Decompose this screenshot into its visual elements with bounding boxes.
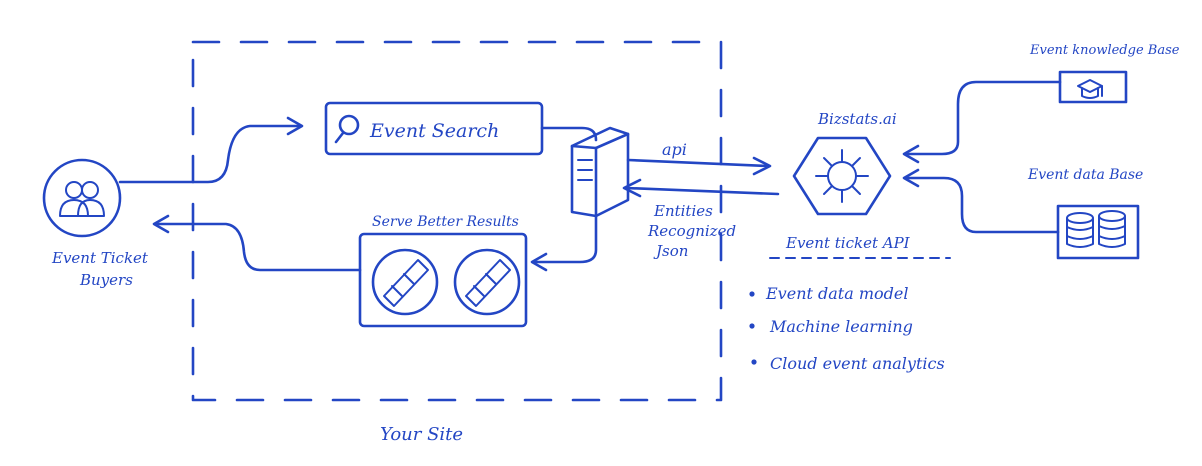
your-site-label: Your Site [380,424,463,445]
graduation-cap-icon [1077,79,1103,99]
feature-item-2: Cloud event analytics [770,354,945,373]
arrow-api-to-bizstats [626,158,770,168]
database-icon [1066,212,1094,248]
event-ticket-buyers-node [42,158,122,238]
api-label: api [662,140,687,159]
feature-item-0: Event data model [765,284,908,303]
entities-label-line1: Entities [653,202,713,220]
bullet [749,291,755,297]
serve-better-results-box [358,232,528,328]
bizstats-label: Bizstats.ai [817,110,897,128]
ticket-icon [453,248,521,316]
entities-label-line2: Recognized [647,222,736,240]
event-data-base-label: Event data Base [1027,167,1143,183]
arrow-buyers-to-search [118,124,302,184]
bullet [749,323,755,329]
entities-label-line3: Json [653,242,688,260]
ticket-icon [371,248,439,316]
buyers-label-line1: Event Ticket [51,249,149,267]
feature-item-1: Machine learning [769,317,913,336]
event-knowledge-base-box [1058,70,1128,104]
arrow-entities-to-server [624,186,780,196]
search-icon [334,114,360,144]
arrow-search-to-server [540,126,598,142]
buyers-label-line2: Buyers [79,271,133,289]
serve-better-results-label: Serve Better Results [372,214,519,230]
event-search-label: Event Search [369,120,499,142]
arrow-knowledge-to-bizstats [904,80,1062,156]
feature-list: Event data model Machine learning Cloud … [749,284,945,373]
arrow-results-to-buyers [154,222,362,272]
event-ticket-api-label: Event ticket API [785,234,911,252]
event-knowledge-base-label: Event knowledge Base [1029,43,1180,58]
bullet [751,359,757,365]
users-icon [59,181,105,217]
server-icon [570,126,630,218]
database-icon [1098,210,1126,248]
arrow-database-to-bizstats [904,176,1060,234]
arrow-server-to-results [532,214,598,264]
your-site-boundary [191,40,723,402]
hexagon-network-icon [792,136,892,216]
